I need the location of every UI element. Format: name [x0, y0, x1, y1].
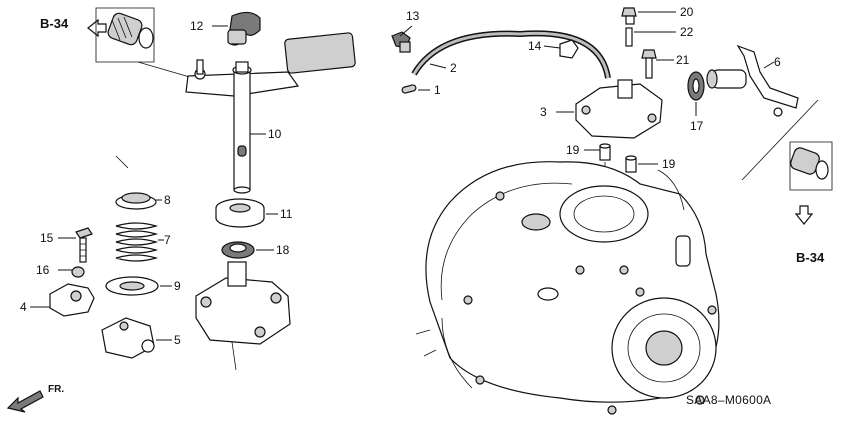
- callout-10: 10: [268, 127, 282, 141]
- part-3-shift-cover[interactable]: 3: [540, 79, 663, 139]
- callout-19-left: 19: [566, 143, 580, 157]
- part-19-dowel-left[interactable]: 19: [566, 143, 611, 180]
- shift-housing-left: [195, 261, 291, 371]
- part-7-spring[interactable]: 7: [115, 222, 171, 262]
- callout-13: 13: [406, 9, 420, 23]
- callout-5: 5: [174, 333, 181, 347]
- callout-19-right: 19: [662, 157, 676, 171]
- callout-15: 15: [40, 231, 54, 245]
- part-15-bolt[interactable]: 15: [40, 227, 93, 263]
- front-arrow-icon: [6, 390, 44, 413]
- callout-6: 6: [774, 55, 781, 69]
- part-22-pin[interactable]: 22: [625, 25, 694, 47]
- connector-plug: [107, 12, 154, 49]
- ref-b34-top-left-label: B-34: [40, 16, 69, 31]
- part-19-dowel-right[interactable]: 19: [625, 155, 676, 173]
- part-18-oil-seal[interactable]: 18: [221, 241, 290, 259]
- part-16-washer[interactable]: 16: [36, 263, 85, 278]
- callout-8: 8: [164, 193, 171, 207]
- part-1-pin[interactable]: 1: [401, 83, 441, 97]
- callout-20: 20: [680, 5, 694, 19]
- ref-b34-bottom-right[interactable]: B-34: [794, 205, 825, 265]
- transmission-case: [415, 161, 720, 415]
- front-direction-indicator: FR.: [6, 384, 64, 413]
- front-label: FR.: [48, 384, 64, 395]
- part-9-washer[interactable]: 9: [105, 276, 181, 296]
- part-2-breather-hose[interactable]: 2: [411, 30, 611, 79]
- callout-21: 21: [676, 53, 690, 67]
- ref-b34-bottom-right-label: B-34: [796, 250, 825, 265]
- callout-22: 22: [680, 25, 694, 39]
- part-5-holder[interactable]: 5: [101, 317, 181, 359]
- part-6-lever[interactable]: 6: [706, 44, 799, 117]
- connector-top-left: [95, 7, 201, 81]
- part-13-clip[interactable]: 13: [391, 9, 420, 53]
- callout-11: 11: [280, 207, 293, 221]
- ref-arrow-left-icon: [87, 18, 107, 38]
- part-20-bolt[interactable]: 20: [621, 5, 694, 25]
- callout-7: 7: [164, 233, 171, 247]
- part-21-bolt[interactable]: 21: [641, 49, 690, 79]
- callout-3: 3: [540, 105, 547, 119]
- part-12-boot[interactable]: 12: [190, 11, 261, 46]
- callout-1: 1: [434, 83, 441, 97]
- diagram-code: SAA8–M0600A: [686, 393, 771, 407]
- callout-17: 17: [690, 119, 704, 133]
- part-14-clip[interactable]: 14: [528, 39, 579, 59]
- callout-18: 18: [276, 243, 290, 257]
- callout-2: 2: [450, 61, 457, 75]
- connector-bottom-right: [741, 99, 833, 191]
- callout-14: 14: [528, 39, 542, 53]
- part-4-bracket[interactable]: 4: [20, 283, 95, 317]
- callout-4: 4: [20, 300, 27, 314]
- part-11-collar[interactable]: 11: [215, 198, 293, 228]
- callout-9: 9: [174, 279, 181, 293]
- part-10-shift-shaft[interactable]: 10: [185, 32, 356, 194]
- ref-arrow-down-icon: [794, 205, 814, 225]
- callout-12: 12: [190, 19, 204, 33]
- part-8-seal[interactable]: 8: [115, 155, 171, 210]
- part-17-seal[interactable]: 17: [687, 71, 705, 133]
- ref-b34-top-left[interactable]: B-34: [40, 16, 107, 38]
- callout-16: 16: [36, 263, 50, 277]
